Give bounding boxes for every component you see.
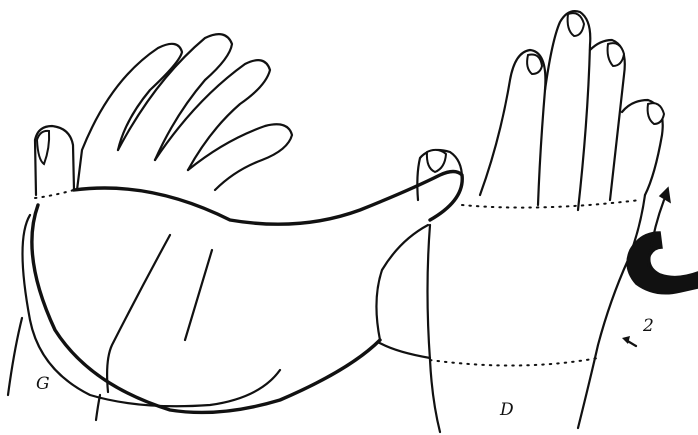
left-middle-finger (118, 34, 232, 160)
bandage (32, 172, 462, 413)
right-ring-nail (608, 43, 624, 66)
right-dotted-line-top (462, 200, 640, 208)
left-ring-finger (155, 60, 270, 170)
right-dotted-line-bottom (430, 358, 598, 366)
right-little-nail (648, 103, 664, 124)
left-little-finger (188, 124, 292, 190)
bandage-bottom-edge (32, 205, 380, 412)
left-palm-crease (107, 235, 170, 392)
curved-rotation-arrow-icon (627, 188, 698, 294)
right-thumb-nail (427, 150, 446, 172)
left-hand (8, 34, 292, 420)
right-middle-nail (568, 13, 584, 36)
right-hand (417, 11, 664, 432)
left-wrist-line (8, 318, 22, 395)
small-pointer-arrow-icon (622, 336, 636, 346)
right-hand-label: D (500, 400, 514, 420)
bandage-right-fold (376, 225, 428, 340)
bandage-top-edge (74, 172, 462, 225)
left-palm-outline (23, 215, 281, 406)
left-index-finger (77, 44, 182, 190)
right-middle-finger (545, 11, 590, 210)
left-forearm-line (96, 395, 100, 420)
left-dotted-line (35, 190, 74, 198)
left-hand-label: G (36, 374, 50, 394)
left-palm-crease-2 (185, 250, 212, 340)
bandage-lower-loop (378, 342, 430, 358)
right-index-nail (527, 54, 542, 74)
left-thumb-nail (37, 131, 49, 164)
step-label: 2 (643, 316, 654, 336)
right-wrist-left (428, 225, 441, 432)
right-hand-outline (578, 195, 645, 428)
